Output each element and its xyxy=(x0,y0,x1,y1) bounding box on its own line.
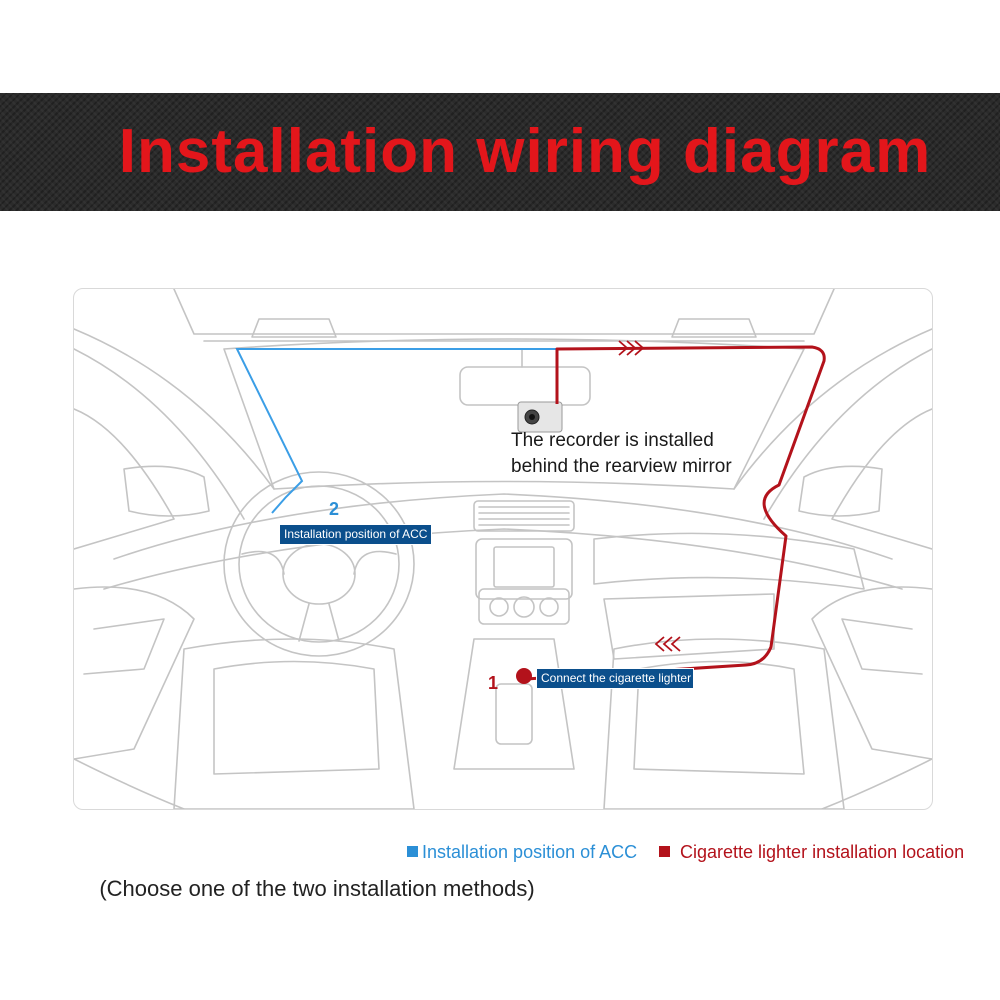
lighter-wire xyxy=(525,345,826,681)
acc-label: Installation position of ACC xyxy=(279,524,433,545)
footnote: (Choose one of the two installation meth… xyxy=(0,876,1000,902)
dash-camera-icon xyxy=(517,401,563,433)
car-interior-diagram: The recorder is installed behind the rea… xyxy=(73,288,933,810)
footnote-text: (Choose one of the two installation meth… xyxy=(99,876,535,901)
lighter-number: 1 xyxy=(488,673,499,693)
legend-acc-text: Installation position of ACC xyxy=(422,842,638,862)
wire-direction-arrows xyxy=(618,340,681,652)
lighter-label: Connect the cigarette lighter xyxy=(536,668,694,689)
acc-number: 2 xyxy=(329,499,340,519)
recorder-note-line2: behind the rearview mirror xyxy=(511,456,732,477)
legend-lighter-text: Cigarette lighter installation location xyxy=(680,842,965,862)
legend-lighter: Cigarette lighter installation location xyxy=(659,842,964,863)
cigarette-lighter-socket-icon xyxy=(516,668,532,684)
recorder-note: The recorder is installed behind the rea… xyxy=(511,428,732,480)
legend-acc-swatch xyxy=(407,846,418,857)
acc-wire xyxy=(235,348,557,514)
car-outline-art xyxy=(74,289,932,809)
title-banner: Installation wiring diagram xyxy=(0,93,1000,211)
page-title: Installation wiring diagram xyxy=(118,117,932,186)
recorder-note-line1: The recorder is installed xyxy=(511,430,714,451)
car-interior-illustration xyxy=(74,289,932,809)
legend-acc: Installation position of ACC xyxy=(407,842,637,863)
legend-lighter-swatch xyxy=(659,846,670,857)
